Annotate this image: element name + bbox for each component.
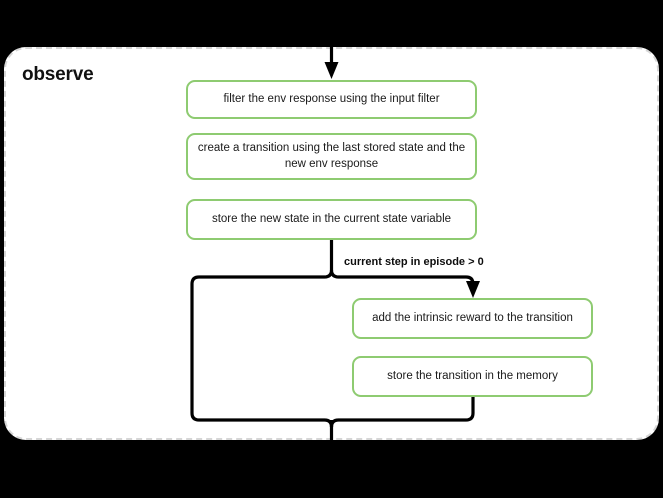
group-title-observe: observe — [22, 64, 94, 85]
node-filter-env-response[interactable]: filter the env response using the input … — [186, 80, 477, 119]
edge-label-condition: current step in episode > 0 — [344, 256, 484, 268]
node-store-transition-memory[interactable]: store the transition in the memory — [352, 356, 593, 397]
node-add-intrinsic-reward[interactable]: add the intrinsic reward to the transiti… — [352, 298, 593, 339]
node-store-new-state[interactable]: store the new state in the current state… — [186, 199, 477, 240]
node-create-transition[interactable]: create a transition using the last store… — [186, 133, 477, 180]
